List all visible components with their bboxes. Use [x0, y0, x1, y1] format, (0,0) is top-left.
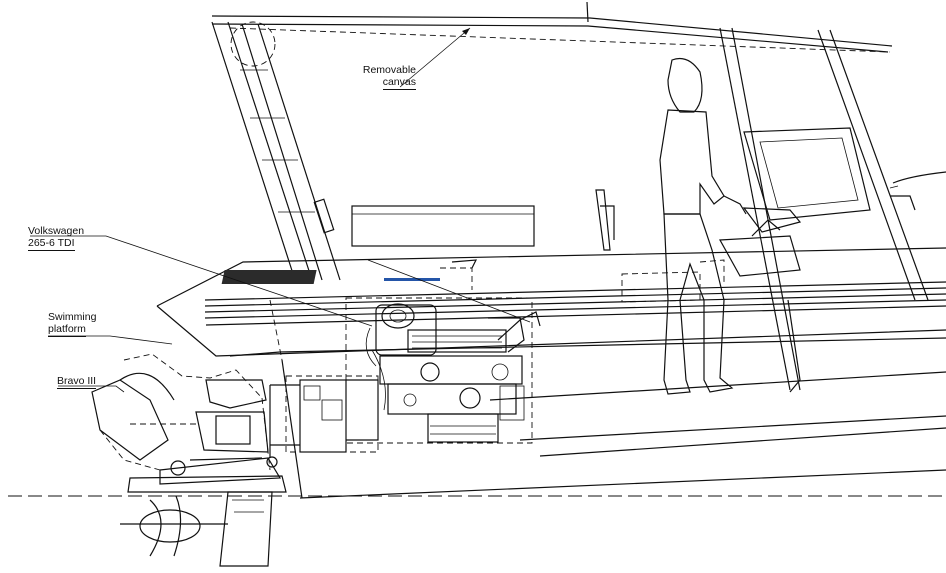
logo-decal: [221, 270, 440, 284]
seat-box: [351, 205, 535, 247]
hull: [156, 247, 946, 499]
engine-label: Volkswagen 265-6 TDI: [28, 225, 84, 251]
swimming-platform-line2: platform: [48, 323, 86, 337]
drive-label-text: Bravo III: [57, 375, 97, 389]
t-top-frame: [211, 1, 946, 391]
engine: [345, 297, 541, 444]
helm-console: [595, 189, 802, 393]
swimming-platform-label: Swimming platform: [48, 311, 96, 337]
drive-label: Bravo III: [57, 375, 97, 389]
canvas-leader: [399, 27, 471, 88]
swimming-platform-line1: Swimming: [48, 311, 97, 323]
transmission: [266, 375, 379, 468]
canvas-label: Removable canvas: [356, 64, 416, 90]
stern-drive: [91, 353, 287, 567]
canvas-label-line1: Removable: [362, 64, 416, 76]
helmsman-figure: [659, 57, 747, 395]
engine-label-line1: Volkswagen: [28, 225, 85, 237]
engine-label-line2: 265-6 TDI: [28, 237, 75, 251]
canvas-label-line2: canvas: [382, 76, 416, 90]
